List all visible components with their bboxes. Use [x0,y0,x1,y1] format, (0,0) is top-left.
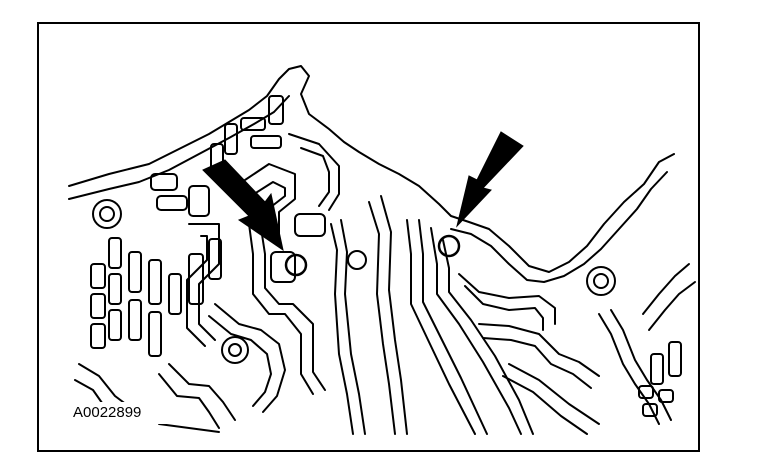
left-check-ball-circle [284,253,308,277]
figure-frame: A0022899 [37,22,700,452]
figure-id-label: A0022899 [71,404,144,421]
left-callout-arrow-icon [202,159,284,252]
valve-body-outline [68,65,675,273]
valve-body-illustration [67,65,696,435]
right-check-ball-circle [437,234,461,258]
right-callout-arrow-icon [456,131,524,228]
